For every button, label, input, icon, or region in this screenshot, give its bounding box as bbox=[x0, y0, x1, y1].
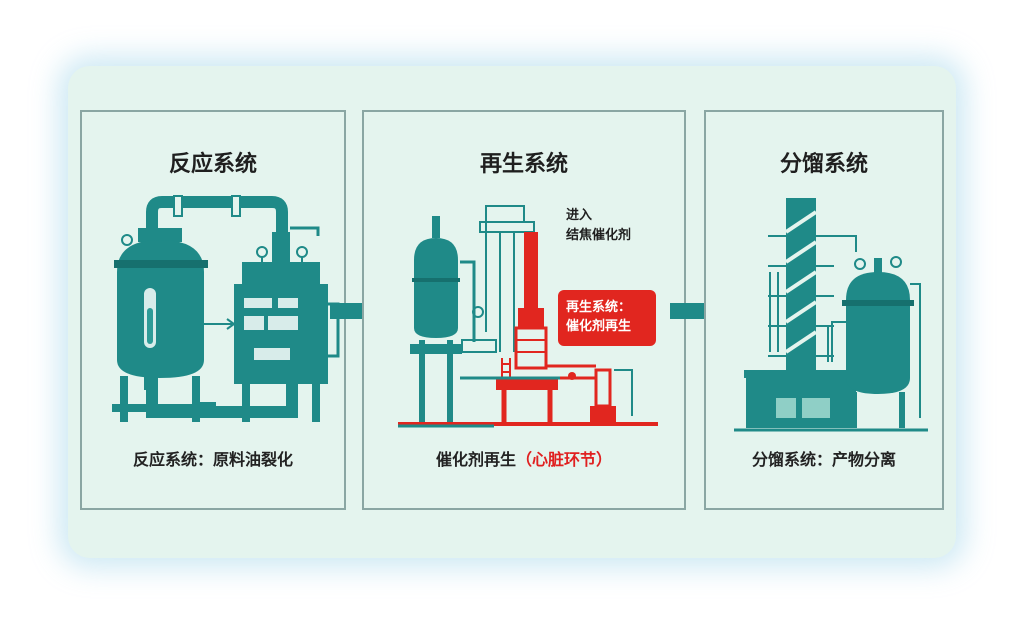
caption-highlight: （心脏环节） bbox=[516, 450, 613, 469]
panel-caption: 反应系统：原料油裂化 bbox=[132, 450, 293, 469]
callout-line-1: 再生系统： bbox=[566, 300, 632, 315]
panel-title: 再生系统 bbox=[479, 152, 568, 177]
regeneration-callout: 再生系统： 催化剂再生 bbox=[558, 290, 656, 346]
fractionation-system-panel: 分馏系统 分馏系统：产物分离 bbox=[704, 110, 944, 510]
fractionator-illustration bbox=[734, 198, 928, 432]
panel-caption: 催化剂再生（心脏环节） bbox=[364, 446, 684, 470]
caption-main: 催化剂再生 bbox=[435, 450, 516, 469]
spent-catalyst-note: 进入 结焦催化剂 bbox=[566, 206, 631, 246]
note-line-2: 结焦催化剂 bbox=[566, 228, 632, 243]
callout-line-2: 催化剂再生 bbox=[566, 319, 632, 334]
reactor-illustration bbox=[112, 195, 340, 422]
reaction-system-panel: 反应系统 反应 bbox=[80, 110, 346, 510]
panel-title: 分馏系统 bbox=[779, 152, 868, 177]
note-line-1: 进入 bbox=[566, 208, 593, 223]
panel-title: 反应系统 bbox=[168, 152, 257, 177]
panel-caption: 分馏系统：产物分离 bbox=[751, 450, 896, 469]
regenerator-illustration bbox=[398, 205, 658, 428]
